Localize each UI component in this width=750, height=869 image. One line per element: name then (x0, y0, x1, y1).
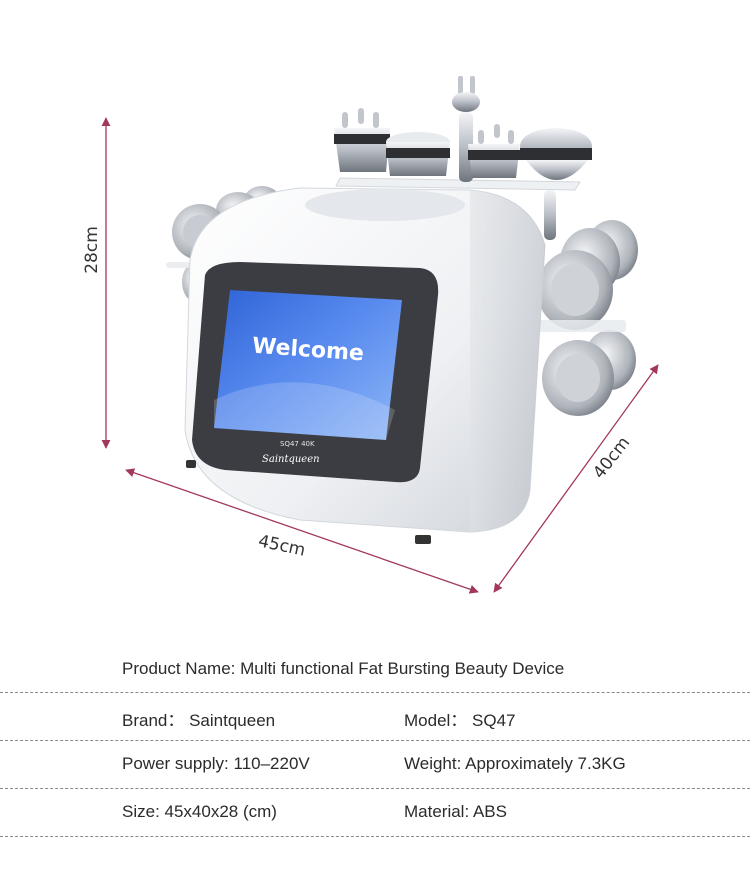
handpiece-tripolar (334, 108, 390, 172)
width-arrow (125, 468, 479, 594)
device-brand-mark: Saintqueen (262, 454, 320, 465)
height-dimension-label: 28cm (82, 226, 102, 274)
depth-arrow (493, 364, 659, 593)
product-name-text: Product Name: Multi functional Fat Burst… (122, 659, 565, 678)
device-model-mark: SQ47 40K (280, 440, 315, 448)
touch-screen: Welcome SQ47 40K Saintqueen (192, 262, 439, 483)
size-text: Size: 45x40x28 (cm) (122, 802, 277, 821)
handpiece-face-rf (386, 132, 450, 176)
product-illustration: Welcome SQ47 40K Saintqueen (101, 76, 659, 594)
spec-row-power-weight: Power supply: 110–220V Weight: Approxima… (0, 741, 750, 789)
spec-row-product-name: Product Name: Multi functional Fat Burst… (0, 645, 750, 693)
spec-table: Product Name: Multi functional Fat Burst… (0, 645, 750, 837)
model-text: Model： SQ47 (404, 711, 516, 730)
brand-text: Brand： Saintqueen (122, 711, 276, 730)
handpiece-tray (335, 177, 581, 191)
power-supply-text: Power supply: 110–220V (122, 754, 310, 773)
material-text: Material: ABS (404, 802, 507, 821)
handpiece-cavitation (520, 128, 592, 240)
spec-row-brand-model: Brand： Saintqueen Model： SQ47 (0, 693, 750, 741)
handpiece-eye-rf (452, 76, 480, 182)
handpiece-multipolar (468, 124, 520, 178)
weight-text: Weight: Approximately 7.3KG (404, 754, 626, 773)
spec-row-size-material: Size: 45x40x28 (cm) Material: ABS (0, 789, 750, 837)
right-rf-pads (500, 220, 638, 416)
